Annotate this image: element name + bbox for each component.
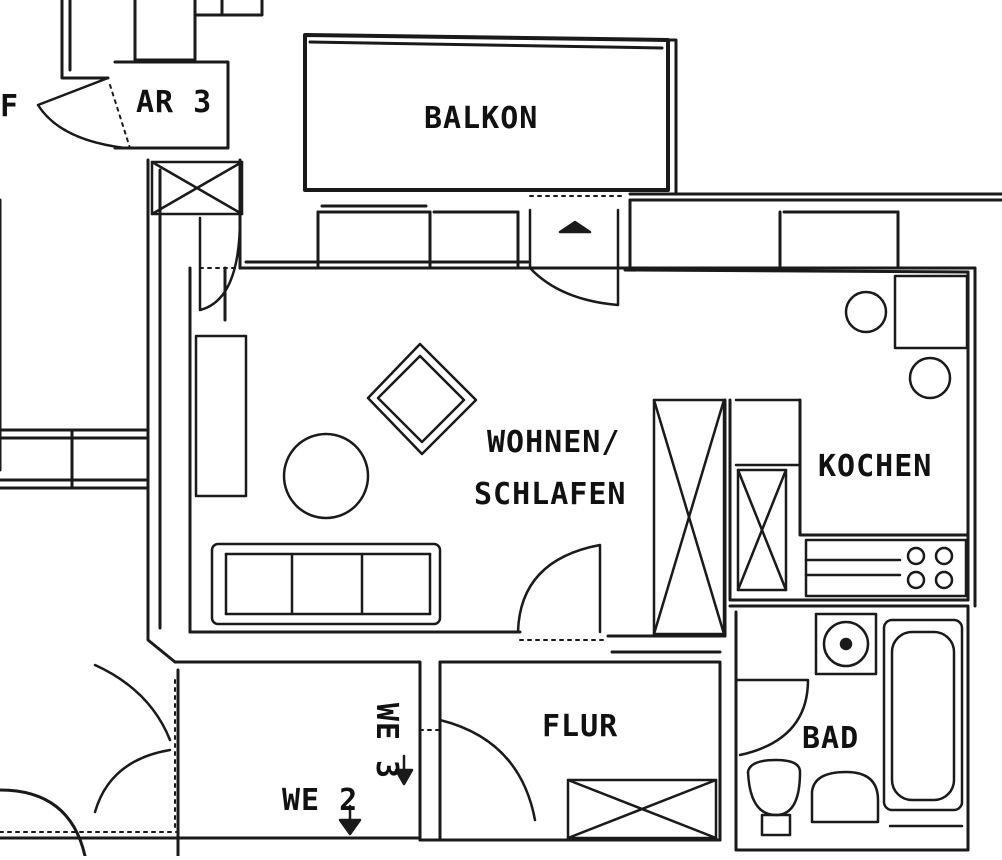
shaft bbox=[150, 160, 244, 216]
door-swings bbox=[36, 76, 810, 822]
furniture-bath bbox=[746, 612, 964, 837]
furniture-kitchen bbox=[804, 274, 969, 598]
room-label-living-line1: WOHNEN/ bbox=[487, 425, 621, 460]
unit-marker-we3: WE 3 bbox=[369, 702, 405, 780]
furniture-living bbox=[194, 334, 802, 636]
room-label-edge: F bbox=[0, 89, 20, 124]
unit-arrows bbox=[338, 754, 414, 836]
room-label-storage: AR 3 bbox=[136, 85, 213, 120]
door-thresholds bbox=[0, 84, 801, 833]
room-label-hall: FLUR bbox=[542, 709, 619, 744]
unit-marker-we2: WE 2 bbox=[282, 783, 359, 818]
room-label-balcony: BALKON bbox=[424, 101, 539, 136]
room-label-living-line2: SCHLAFEN bbox=[474, 477, 627, 512]
room-label-bath: BAD bbox=[802, 721, 860, 756]
furniture-hall bbox=[566, 778, 718, 840]
room-label-kitchen: KOCHEN bbox=[818, 449, 933, 484]
